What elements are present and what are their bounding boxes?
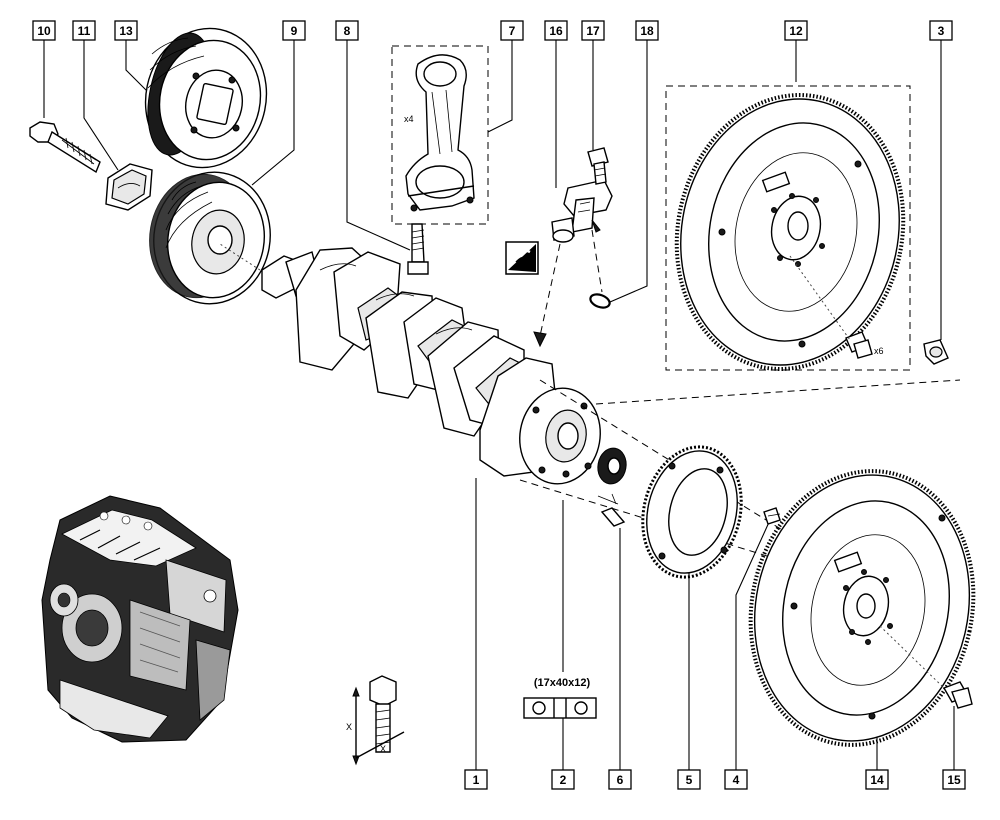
dowel-pin	[597, 493, 626, 527]
svg-text:2: 2	[560, 773, 567, 787]
svg-text:13: 13	[119, 24, 133, 38]
dimension-x-vertical: X	[346, 722, 352, 732]
svg-text:17: 17	[586, 24, 600, 38]
leader-lines	[43, 40, 955, 770]
flywheel-bolt-quantity: x6	[874, 346, 884, 356]
svg-text:8: 8	[344, 24, 351, 38]
callout-17: 17	[581, 20, 605, 41]
dimension-x-horizontal: X	[380, 744, 386, 754]
connecting-rod-bolt	[407, 223, 429, 275]
callout-3: 3	[929, 20, 953, 41]
sensor-bolt	[587, 147, 609, 185]
svg-text:6: 6	[617, 773, 624, 787]
svg-text:7: 7	[509, 24, 516, 38]
pilot-bearing	[597, 447, 627, 485]
callout-12: 12	[784, 20, 808, 41]
crankshaft-position-sensor	[551, 179, 613, 243]
callout-2: 2	[551, 769, 575, 790]
callout-14: 14	[865, 769, 889, 790]
callout-1: 1	[464, 769, 488, 790]
callout-11: 11	[72, 20, 96, 41]
flywheel-mounting-bolt	[879, 625, 973, 709]
callout-4: 4	[724, 769, 748, 790]
bearing-dimension-callout: (17x40x12)	[523, 677, 597, 719]
flywheel-bolt	[923, 339, 949, 365]
engine-overview-illustration	[41, 495, 239, 743]
connecting-rod-group: x4	[391, 45, 489, 225]
target-ring	[641, 445, 743, 579]
target-ring-screw	[763, 507, 781, 525]
sensor-o-ring	[589, 293, 611, 309]
svg-text:18: 18	[640, 24, 654, 38]
callout-10: 10	[32, 20, 56, 41]
svg-text:11: 11	[78, 24, 91, 38]
svg-text:14: 14	[870, 773, 884, 787]
bolt-dimension-diagram: X X	[346, 675, 405, 766]
double-pulley	[144, 27, 268, 169]
svg-text:3: 3	[938, 24, 945, 38]
callout-13: 13	[114, 20, 138, 41]
svg-text:4: 4	[733, 773, 740, 787]
svg-text:5: 5	[686, 773, 693, 787]
svg-text:15: 15	[947, 773, 961, 787]
conrod-quantity: x4	[404, 114, 414, 124]
callout-8: 8	[335, 20, 359, 41]
svg-text:16: 16	[549, 24, 563, 38]
pulley-bushing	[105, 163, 153, 211]
sensor-arrows	[533, 219, 603, 348]
flywheel	[748, 469, 976, 747]
callout-18: 18	[635, 20, 659, 41]
bearing-size-label: (17x40x12)	[534, 677, 591, 689]
svg-text:12: 12	[789, 24, 803, 38]
svg-text:9: 9	[291, 24, 298, 38]
replace-part-icon	[505, 241, 539, 275]
crankshaft-pulley	[149, 171, 271, 305]
dual-mass-flywheel-group: x6	[665, 85, 911, 371]
svg-text:1: 1	[473, 773, 480, 787]
callout-6: 6	[608, 769, 632, 790]
callout-16: 16	[544, 20, 568, 41]
crankshaft	[261, 247, 601, 485]
callout-9: 9	[282, 20, 306, 41]
svg-text:10: 10	[37, 24, 51, 38]
callout-7: 7	[500, 20, 524, 41]
callout-5: 5	[677, 769, 701, 790]
callout-15: 15	[942, 769, 966, 790]
pulley-bolt	[29, 121, 101, 174]
